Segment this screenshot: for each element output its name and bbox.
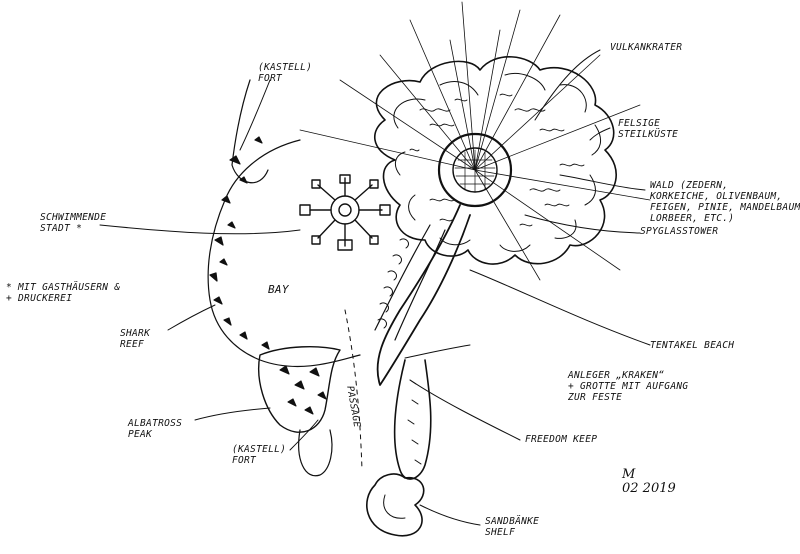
tentacle-arm	[376, 204, 471, 386]
label-kastell-fort-bottom: (KASTELL) FORT	[232, 444, 287, 466]
label-albatross-peak: ALBATROSS PEAK	[128, 418, 183, 440]
volcano-island-outline	[373, 56, 617, 265]
label-wald: WALD (ZEDERN, KORKEICHE, OLIVENBAUM, FEI…	[650, 180, 800, 224]
label-tentakel-beach: TENTAKEL BEACH	[650, 340, 735, 351]
albatross-peak	[258, 346, 341, 433]
freedom-keep-peninsula	[393, 359, 432, 480]
volcano-rays	[299, 1, 651, 281]
label-felsige-steilkueste: FELSIGE STEILKÜSTE	[618, 118, 679, 140]
label-sandbaenke-shelf: SANDBÄNKE SHELF	[485, 516, 540, 538]
crater-outer	[437, 132, 513, 208]
label-anleger: ANLEGER „KRAKEN“ + GROTTE MIT AUFGANG ZU…	[568, 370, 689, 403]
leader-lines	[99, 49, 651, 526]
forest-scribbles	[409, 93, 585, 227]
label-vulkankrater: VULKANKRATER	[610, 42, 683, 53]
label-schwimmende-stadt: SCHWIMMENDE STADT *	[40, 212, 107, 234]
reef-rocks	[209, 136, 270, 350]
bay-west-arm	[207, 139, 361, 367]
passage-line	[344, 309, 363, 471]
tentacle-beach-suckers	[377, 238, 409, 329]
label-spyglasstower: SPYGLASSTOWER	[640, 226, 719, 237]
sandbank-shelf	[366, 473, 425, 537]
label-freedom-keep: FREEDOM KEEP	[525, 434, 598, 445]
label-kastell-fort-top: (KASTELL) FORT	[258, 62, 313, 84]
label-shark-reef: SHARK REEF	[120, 328, 151, 350]
floating-city	[299, 174, 391, 251]
label-bay: BAY	[268, 283, 289, 296]
label-gasthaeuser: * MIT GASTHÄUSERN & + DRUCKEREI	[6, 282, 121, 304]
signature: M 02 2019	[622, 467, 676, 496]
